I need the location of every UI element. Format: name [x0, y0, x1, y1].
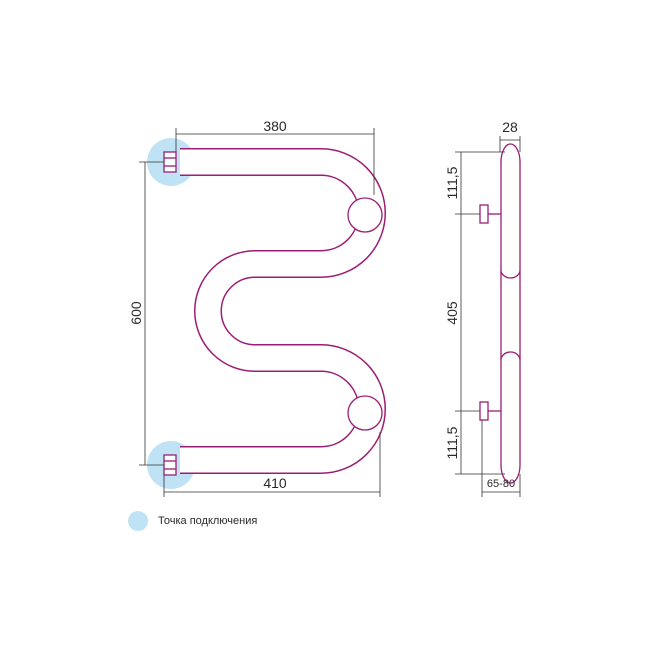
connection-nut-top [163, 151, 177, 173]
wall-bracket-bottom [347, 395, 383, 431]
dimension-wall-distance: 65-80 [481, 420, 521, 497]
dimension-side-center-label: 405 [444, 301, 460, 325]
dimension-wall-distance-label: 65-80 [487, 478, 515, 490]
dimension-bottom-width: 410 [163, 432, 381, 497]
connection-nut-bottom [163, 454, 177, 476]
circle-icon [128, 511, 148, 531]
dimension-top-width-label: 380 [263, 118, 287, 134]
dimension-side-top-offset-label: 111,5 [444, 166, 460, 199]
dimension-side-depth: 28 [499, 119, 521, 152]
dimension-top-width: 380 [175, 118, 375, 195]
wall-bracket-top [347, 197, 383, 233]
dimension-bottom-width-label: 410 [263, 475, 287, 491]
dimension-height: 600 [128, 161, 164, 466]
front-view-pipe [180, 148, 386, 474]
legend: Точка подключения [128, 511, 257, 531]
dimension-side-depth-label: 28 [502, 119, 518, 135]
dimension-side-bottom-offset-label: 111,5 [444, 426, 460, 459]
legend-label: Точка подключения [158, 515, 258, 527]
dimension-side-chain: 111,5 405 111,5 [444, 151, 505, 475]
side-view [479, 143, 521, 484]
dimension-height-label: 600 [128, 301, 144, 325]
